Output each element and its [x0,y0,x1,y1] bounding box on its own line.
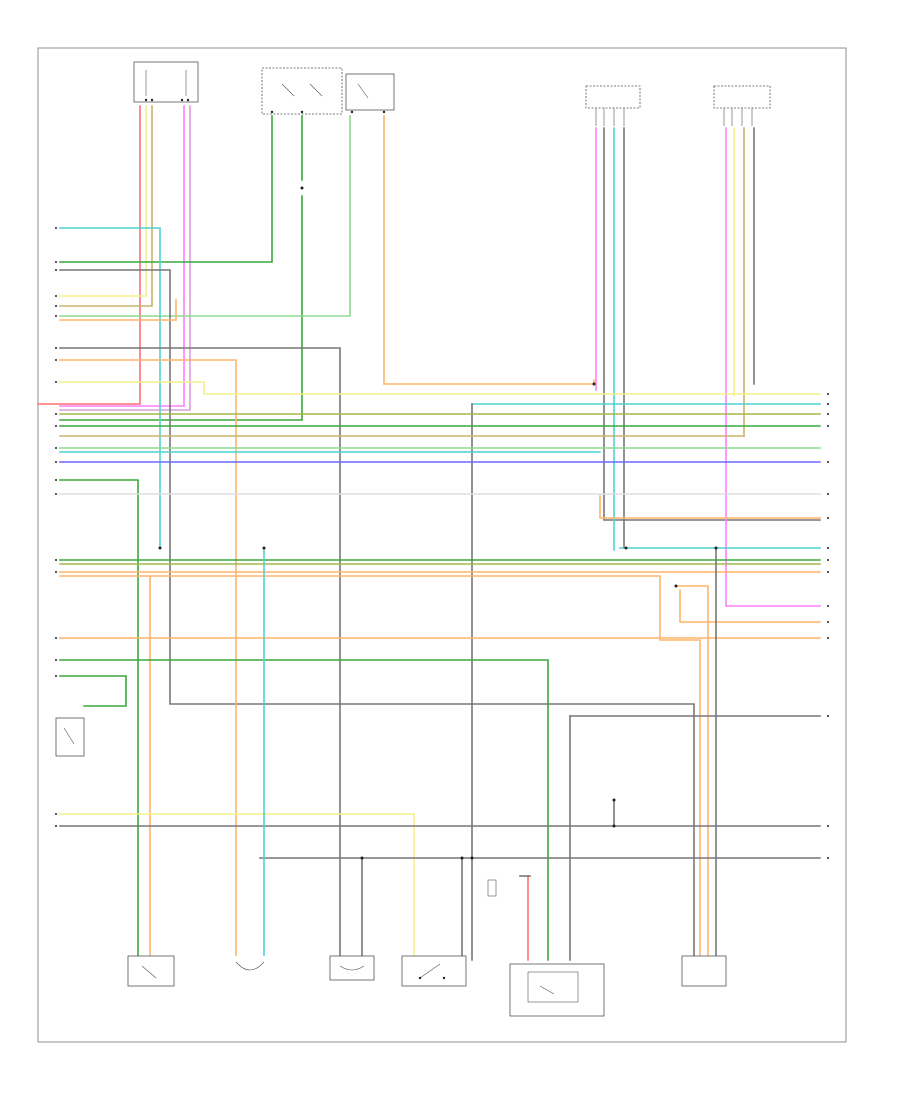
top-wires [37,105,595,421]
right-top-wires [595,127,821,607]
top-connector-5 [713,85,771,126]
top-connector-3 [345,73,395,114]
bottom-component-1 [127,955,175,987]
bottom-component-3 [329,955,375,981]
junction-dots [158,186,718,860]
horizontal-wires [59,227,821,961]
top-connector-4 [585,85,641,126]
bottom-component-fuel-pump [509,963,605,1017]
bottom-component-6 [681,955,727,987]
left-edge-terminals [55,227,57,827]
top-connector-2 [261,67,343,115]
bottom-component-2 [228,956,272,978]
diagram-frame [37,47,847,1043]
relay-marker [487,879,497,897]
bottom-component-4 [401,955,467,987]
right-edge-terminals [827,393,829,859]
top-connector-1 [133,61,199,103]
left-component [55,717,85,757]
